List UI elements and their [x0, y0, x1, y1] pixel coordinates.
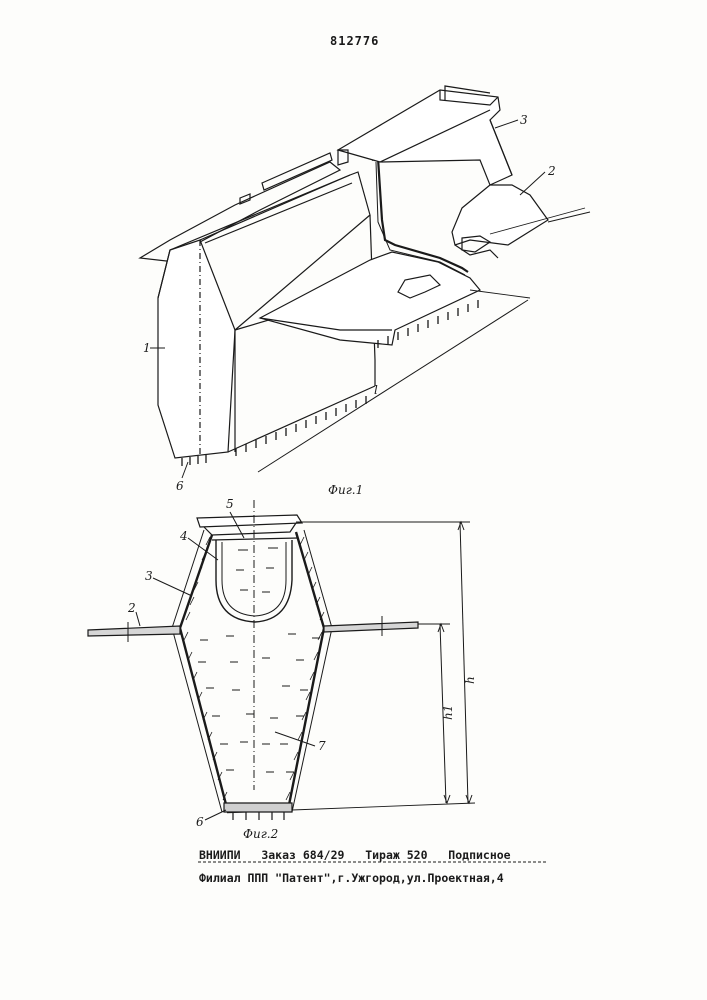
figure-2-labels: 5 4 3 2 7 6 h h1 — [127, 497, 477, 829]
figure-2-drawing — [88, 500, 475, 820]
fig2-label-7: 7 — [318, 739, 326, 753]
figure-2-caption: Фиг.2 — [243, 827, 278, 841]
fig2-label-2: 2 — [127, 601, 136, 615]
fig2-label-3: 3 — [145, 569, 153, 583]
fig1-label-3: 3 — [520, 113, 528, 127]
footer-org: ВНИИПИ — [199, 848, 241, 862]
fig2-label-6: 6 — [196, 815, 204, 829]
footer-order: Заказ 684/29 — [261, 848, 344, 862]
fig1-label-2: 2 — [547, 164, 556, 178]
fig2-label-4: 4 — [179, 529, 188, 543]
fig2-label-5: 5 — [226, 497, 234, 511]
footer-subscription: Подписное — [448, 848, 510, 862]
fig1-label-6: 6 — [176, 479, 184, 493]
figure-1-caption: Фиг.1 — [328, 483, 363, 497]
footer-imprint: ВНИИПИ Заказ 684/29 Тираж 520 Подписное — [199, 848, 511, 862]
fig1-label-1: 1 — [143, 341, 151, 355]
figure-1-drawing — [140, 86, 590, 472]
fig2-label-dim-h1: h1 — [441, 705, 455, 720]
footer-branch: Филиал ППП "Патент",г.Ужгород,ул.Проектн… — [199, 871, 504, 885]
fig2-label-dim-h: h — [463, 676, 477, 684]
footer-circulation: Тираж 520 — [365, 848, 427, 862]
fig1-label-dim-l: l — [374, 383, 378, 397]
